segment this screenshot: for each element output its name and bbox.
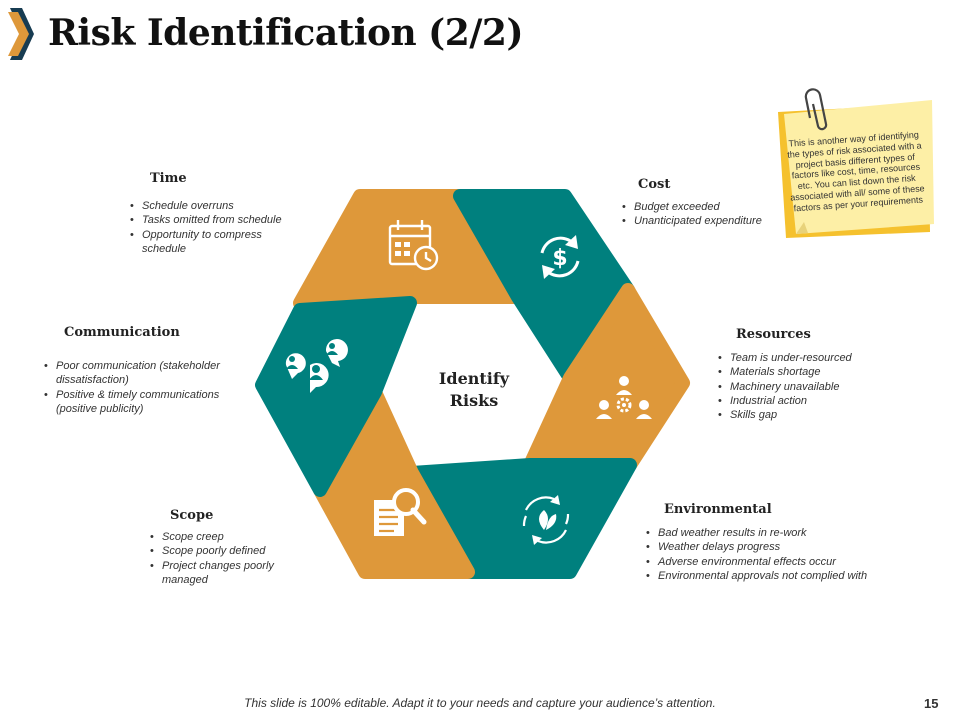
paperclip-icon — [804, 88, 828, 131]
list-item: Poor communication (stakeholder dissatis… — [42, 359, 252, 388]
environmental-heading: Environmental — [664, 502, 772, 517]
list-item: Project changes poorly managed — [148, 559, 308, 588]
slide-title: Risk Identification (2/2) — [48, 12, 523, 54]
cost-heading: Cost — [638, 177, 671, 192]
list-item: Schedule overruns — [128, 199, 308, 214]
list-item: Tasks omitted from schedule — [128, 213, 308, 228]
scope-heading: Scope — [170, 508, 214, 523]
list-item: Unanticipated expenditure — [620, 214, 785, 229]
sticky-note — [778, 100, 934, 238]
list-item: Weather delays progress — [644, 540, 874, 555]
center-label-line-1: Identify — [438, 369, 510, 388]
scope-bullet-list: Scope creep Scope poorly defined Project… — [148, 530, 308, 587]
resources-bullet-list: Team is under-resourced Materials shorta… — [716, 351, 896, 423]
center-label-line-2: Risks — [449, 391, 499, 410]
communication-heading: Communication — [64, 325, 180, 340]
list-item: Opportunity to compress schedule — [128, 228, 308, 257]
environmental-bullet-list: Bad weather results in re-work Weather d… — [644, 526, 874, 583]
title-chevron-icon — [8, 8, 34, 60]
time-bullet-list: Schedule overruns Tasks omitted from sch… — [128, 199, 308, 256]
footer-text: This slide is 100% editable. Adapt it to… — [244, 696, 716, 710]
list-item: Bad weather results in re-work — [644, 526, 874, 541]
list-item: Adverse environmental effects occur — [644, 555, 874, 570]
cost-bullet-list: Budget exceeded Unanticipated expenditur… — [620, 200, 785, 229]
time-heading: Time — [150, 171, 187, 186]
list-item: Industrial action — [716, 394, 896, 409]
list-item: Machinery unavailable — [716, 380, 896, 395]
list-item: Positive & timely communications (positi… — [42, 388, 252, 417]
list-item: Scope poorly defined — [148, 544, 308, 559]
list-item: Budget exceeded — [620, 200, 785, 215]
list-item: Materials shortage — [716, 365, 896, 380]
center-label: Identify Risks — [414, 368, 534, 412]
resources-heading: Resources — [736, 327, 811, 342]
list-item: Scope creep — [148, 530, 308, 545]
page-number: 15 — [924, 696, 939, 711]
list-item: Team is under-resourced — [716, 351, 896, 366]
list-item: Skills gap — [716, 408, 896, 423]
segment-communication-shape[interactable] — [255, 296, 417, 497]
sticky-note-text: This is another way of identifying the t… — [786, 129, 925, 214]
list-item: Environmental approvals not complied wit… — [644, 569, 874, 584]
communication-bullet-list: Poor communication (stakeholder dissatis… — [42, 359, 252, 416]
